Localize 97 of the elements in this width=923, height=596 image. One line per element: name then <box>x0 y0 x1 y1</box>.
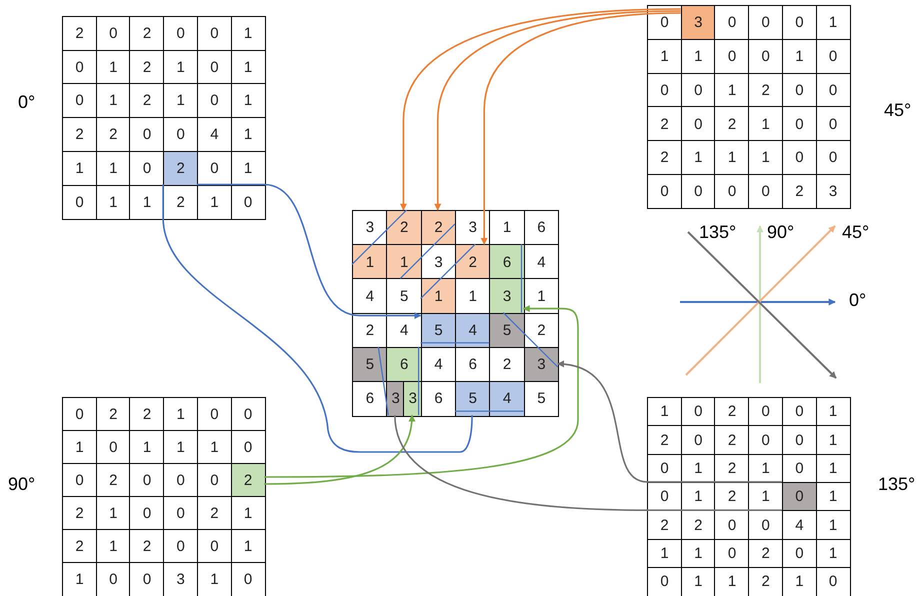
highlighted-cell: 3 <box>680 5 716 40</box>
matrix-cell: 1 <box>62 562 98 596</box>
matrix-cell: 5 <box>524 381 560 417</box>
highlighted-cell: 2 <box>163 150 198 186</box>
highlighted-cell: 5 <box>489 312 525 348</box>
matrix-cell: 0 <box>816 140 851 176</box>
pair-line <box>400 224 456 279</box>
matrix-cell: 5 <box>386 278 422 314</box>
angle-label: 135° <box>878 474 916 495</box>
matrix-cell: 1 <box>230 117 266 152</box>
matrix-cell: 0 <box>748 174 784 210</box>
matrix-cell: 2 <box>647 140 682 176</box>
matrix-cell: 0 <box>647 174 682 210</box>
curved-arrow <box>196 184 422 320</box>
matrix-cell: 1 <box>230 83 266 119</box>
matrix-cell: 1 <box>230 529 266 564</box>
pair-line <box>420 342 490 344</box>
matrix-cell: 3 <box>816 174 851 210</box>
matrix-cell: 1 <box>489 210 525 246</box>
matrix-cell: 2 <box>62 496 98 530</box>
matrix-cell: 2 <box>647 510 682 540</box>
pair-line <box>520 244 522 313</box>
matrix-cell: 2 <box>62 529 98 564</box>
matrix-cell: 1 <box>163 83 198 119</box>
matrix-cell: 6 <box>524 210 560 246</box>
matrix-cell: 4 <box>524 244 560 280</box>
matrix-cell: 0 <box>163 496 198 530</box>
matrix-cell: 4 <box>352 278 388 314</box>
angle-label: 135° <box>699 222 736 243</box>
pair-line <box>420 244 476 300</box>
matrix-cell: 0 <box>714 5 750 40</box>
angle-label: 0° <box>18 92 36 113</box>
matrix-cell: 0 <box>230 562 266 596</box>
matrix-cell: 1 <box>714 140 750 176</box>
matrix-cell: 0 <box>62 184 98 220</box>
matrix-cell: 1 <box>816 425 851 456</box>
matrix-cell: 0 <box>163 117 198 152</box>
matrix-cell: 0 <box>129 117 165 152</box>
matrix-cell: 1 <box>647 397 682 427</box>
matrix-cell: 1 <box>163 430 198 464</box>
highlighted-cell: 2 <box>386 210 422 246</box>
angle-label: 45° <box>884 100 912 121</box>
matrix-cell: 2 <box>62 16 98 52</box>
matrix-cell: 1 <box>816 397 851 427</box>
matrix-cell: 0 <box>163 463 198 498</box>
matrix-cell: 2 <box>163 184 198 220</box>
matrix-cell: 1 <box>230 496 266 530</box>
matrix-cell: 0 <box>62 397 98 432</box>
highlighted-cell: 5 <box>454 381 491 417</box>
matrix-cell: 1 <box>748 140 784 176</box>
matrix-cell: 0 <box>748 425 784 456</box>
matrix-cell: 1 <box>816 5 851 40</box>
pair-line <box>378 346 389 416</box>
curved-line <box>394 415 782 511</box>
matrix-cell: 2 <box>129 16 165 52</box>
matrix-cell: 2 <box>647 425 682 456</box>
angle-label: 45° <box>842 222 870 243</box>
matrix-cell: 0 <box>230 184 266 220</box>
matrix-cell: 0 <box>163 16 198 52</box>
matrix-cell: 1 <box>230 16 266 52</box>
matrix-cell: 0 <box>230 397 266 432</box>
angle-label: 90° <box>767 222 794 243</box>
matrix-cell: 0 <box>62 463 98 498</box>
matrix-cell: 0 <box>62 83 98 119</box>
matrix-cell: 0 <box>714 174 750 210</box>
angle-label: 90° <box>8 474 36 495</box>
pair-line <box>454 410 524 412</box>
matrix-cell: 0 <box>230 430 266 464</box>
matrix-cell: 1 <box>163 397 198 432</box>
curved-arrow <box>264 305 579 478</box>
highlighted-cell: 4 <box>489 381 525 417</box>
pair-line <box>352 210 408 265</box>
matrix-cell: 1 <box>62 430 98 464</box>
highlighted-cell: 3 <box>489 278 525 314</box>
matrix-cell: 3 <box>163 562 198 596</box>
matrix-cell: 0 <box>748 510 784 540</box>
matrix-cell: 6 <box>352 381 388 417</box>
matrix-cell: 0 <box>163 529 198 564</box>
curved-arrow <box>264 414 415 485</box>
curved-arrow <box>480 12 681 245</box>
pair-line <box>418 346 420 416</box>
matrix-cell: 0 <box>129 562 165 596</box>
curved-arrow <box>557 361 782 483</box>
matrix-cell: 0 <box>816 106 851 142</box>
curved-line <box>162 184 473 453</box>
matrix-cell: 2 <box>714 425 750 456</box>
highlighted-cell: 2 <box>230 463 266 498</box>
matrix-cell: 1 <box>748 106 784 142</box>
matrix-cell: 1 <box>816 510 851 540</box>
matrix-cell: 2 <box>647 106 682 142</box>
matrix-cell: 1 <box>129 184 165 220</box>
angle-label: 0° <box>849 290 866 311</box>
pair-line <box>502 312 558 368</box>
matrix-cell: 2 <box>62 117 98 152</box>
matrix-cell: 0 <box>748 397 784 427</box>
highlighted-cell: 0 <box>782 482 817 512</box>
matrix-cell: 0 <box>748 5 784 40</box>
